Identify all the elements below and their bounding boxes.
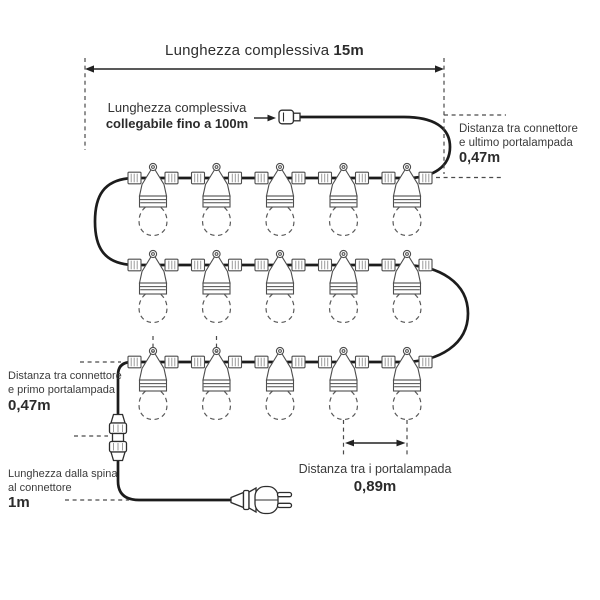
lamp-holder-15: [381, 346, 433, 421]
extension-connector-icon: [278, 109, 301, 125]
lamp-holder-10: [381, 249, 433, 324]
plug-length-value: 1m: [8, 494, 30, 511]
distance-first-line1: Distanza tra connettore: [8, 370, 122, 382]
lamp-holder-1: [127, 162, 179, 237]
lamp-holder-2: [190, 162, 243, 237]
plug-to-connector-label: Lunghezza dalla spina al connettore 1m: [8, 468, 130, 510]
lamp-holder-14: [317, 346, 370, 421]
inline-connector-icon: [108, 413, 128, 462]
power-plug-icon: [230, 485, 293, 515]
lamp-row-3: [127, 346, 433, 421]
total-length-arrow: [85, 65, 444, 73]
lamp-holder-13: [254, 346, 306, 421]
distance-first-socket-label: Distanza tra connettore e primo portalam…: [8, 370, 140, 413]
lamp-row-1: [127, 162, 433, 237]
distance-last-value: 0,47m: [459, 150, 501, 166]
socket-spacing-label: Distanza tra i portalampada 0,89m: [280, 462, 470, 494]
distance-first-value: 0,47m: [8, 397, 51, 414]
socket-spacing-value: 0,89m: [353, 478, 397, 495]
distance-last-socket-label: Distanza tra connettore e ultimo portala…: [459, 123, 600, 166]
lamp-holder-3: [254, 162, 306, 237]
plug-length-line2: al connettore: [8, 481, 72, 494]
distance-last-line2: e ultimo portalampada: [459, 136, 573, 149]
lamp-holder-7: [190, 249, 243, 324]
socket-spacing-line1: Distanza tra i portalampada: [298, 462, 452, 476]
distance-first-line2: e primo portalampada: [8, 383, 116, 396]
connectable-line2: collegabile fino a 100m: [105, 115, 249, 131]
socket-spacing-arrow: [345, 439, 406, 447]
plug-length-line1: Lunghezza dalla spina: [8, 468, 118, 480]
total-length-value: 15m: [333, 42, 364, 59]
connectable-length-label: Lunghezza complessiva collegabile fino a…: [96, 100, 258, 131]
lamp-holder-5: [381, 162, 433, 237]
lamp-holder-12: [190, 346, 243, 421]
connector-pointer-arrow: [254, 114, 276, 122]
lamp-holder-8: [254, 249, 306, 324]
guide-lines: [65, 58, 506, 501]
distance-last-line1: Distanza tra connettore: [459, 123, 578, 135]
lamp-holder-6: [127, 249, 179, 324]
lamp-holder-9: [317, 249, 370, 324]
lamp-holder-4: [317, 162, 370, 237]
total-length-text: Lunghezza complessiva: [165, 42, 330, 59]
connectable-line1: Lunghezza complessiva: [107, 100, 247, 115]
lamp-row-2: [127, 249, 433, 324]
